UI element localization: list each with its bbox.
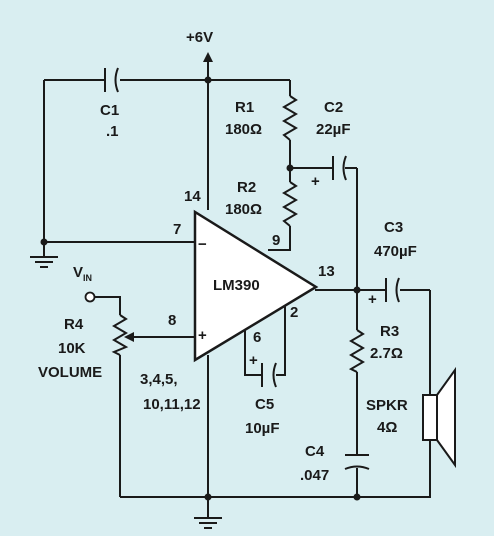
c5-capacitor bbox=[261, 362, 277, 388]
ground-icon bbox=[30, 242, 58, 268]
r3-ref: R3 bbox=[380, 323, 399, 340]
c5-polarity: + bbox=[249, 352, 258, 369]
vin-input-terminal bbox=[84, 291, 96, 303]
ic-name: LM390 bbox=[213, 277, 260, 294]
c2-ref: C2 bbox=[324, 99, 343, 116]
ground-pins-line2: 10,11,12 bbox=[143, 396, 201, 413]
pin-9-label: 9 bbox=[272, 232, 280, 249]
c5-ref: C5 bbox=[255, 396, 274, 413]
pin-2-label: 2 bbox=[290, 304, 298, 321]
pin-13-label: 13 bbox=[318, 263, 335, 280]
r4-ref: R4 bbox=[64, 316, 84, 333]
c5-value: 10µF bbox=[245, 420, 280, 437]
spkr-ref: SPKR bbox=[366, 397, 408, 414]
pin-6-label: 6 bbox=[253, 329, 261, 346]
c4-capacitor bbox=[344, 454, 370, 470]
c1-ref: C1 bbox=[100, 102, 119, 119]
r3-resistor bbox=[348, 329, 365, 373]
r4-potentiometer bbox=[111, 314, 129, 356]
c3-capacitor bbox=[385, 277, 400, 303]
spkr-value: 4Ω bbox=[377, 419, 397, 436]
pin-7-label: 7 bbox=[173, 221, 181, 238]
c2-value: 22µF bbox=[316, 121, 351, 138]
r3-value: 2.7Ω bbox=[370, 345, 403, 362]
supply-label: +6V bbox=[186, 29, 213, 46]
vin-label: VIN bbox=[73, 264, 92, 283]
c3-ref: C3 bbox=[384, 219, 403, 236]
r4-value: 10K bbox=[58, 340, 86, 357]
c1-capacitor bbox=[104, 67, 119, 93]
r1-resistor bbox=[282, 95, 298, 141]
r2-resistor bbox=[282, 181, 298, 227]
pin-8-label: 8 bbox=[168, 312, 176, 329]
r4-function: VOLUME bbox=[38, 364, 102, 381]
ground-icon bbox=[194, 517, 222, 529]
ic-plus-label: + bbox=[198, 327, 207, 344]
wires bbox=[43, 55, 431, 517]
r2-ref: R2 bbox=[237, 179, 256, 196]
r1-ref: R1 bbox=[235, 99, 254, 116]
ground-pins-line1: 3,4,5, bbox=[140, 371, 178, 388]
c3-polarity: + bbox=[368, 291, 377, 308]
c4-value: .047 bbox=[300, 467, 329, 484]
c3-value: 470µF bbox=[374, 243, 417, 260]
speaker-icon bbox=[422, 366, 456, 469]
lm390-amplifier-triangle bbox=[193, 209, 319, 363]
c2-capacitor bbox=[332, 155, 347, 181]
r4-wiper-arrow-icon bbox=[124, 332, 134, 342]
pin-14-label: 14 bbox=[184, 188, 201, 205]
r2-value: 180Ω bbox=[225, 201, 262, 218]
ic-minus-label: − bbox=[198, 236, 207, 253]
c2-polarity: + bbox=[311, 173, 320, 190]
c4-ref: C4 bbox=[305, 443, 325, 460]
c1-value: .1 bbox=[106, 123, 119, 140]
r1-value: 180Ω bbox=[225, 121, 262, 138]
supply-arrow-icon bbox=[203, 52, 213, 62]
